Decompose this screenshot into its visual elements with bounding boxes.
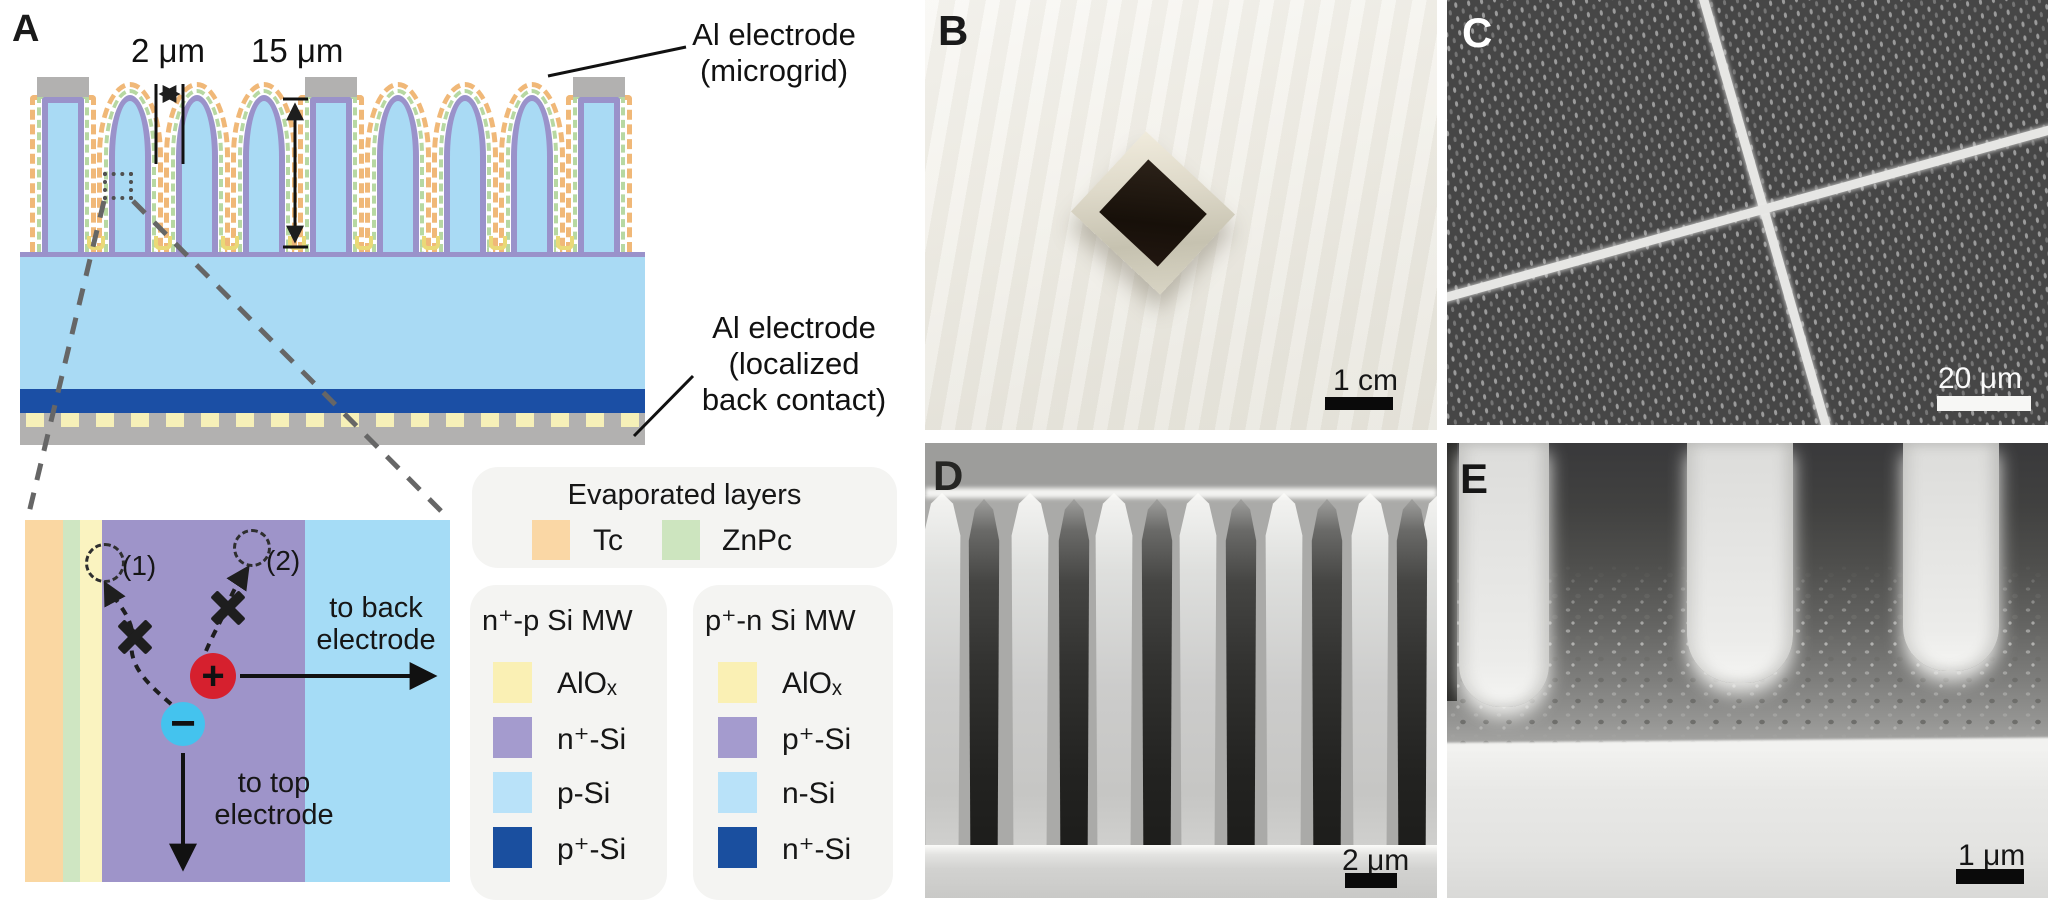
microwire-column [1459,443,1549,707]
legend-title: n⁺-p Si MW [482,605,633,637]
panel-e-label: E [1460,455,1489,502]
si-core-region [305,520,450,882]
blocked-path-x-icon [116,618,154,656]
microwire [432,82,498,252]
microwire-column [1687,443,1793,683]
panel-c-sem-microgrid: C 20 μm [1447,0,2048,425]
to-back-electrode-label: to back electrode [316,592,436,656]
n-plus-si-swatch [493,717,532,758]
tc-swatch [532,520,570,560]
scale-bar-label: 20 μm [1938,362,2022,395]
legend-title: p⁺-n Si MW [705,605,856,637]
hole-particle: + [190,653,236,699]
panel-b-photo: B 1 cm [925,0,1437,430]
alox-layer-stripe [80,520,102,882]
scale-bar [1937,396,2031,411]
substrate [1447,751,2048,898]
microwire-back-row [925,493,961,847]
microwire-array-area [1099,159,1207,267]
inset-zoom-marker [103,172,133,200]
legend-evaporated-layers: Evaporated layers Tc ZnPc [472,467,897,568]
tc-label: Tc [593,524,623,557]
microwire-with-al-cap [298,77,364,252]
substrate [925,845,1437,898]
microwire [231,82,297,252]
alox-swatch [718,662,757,703]
legend-np-si-mw: n⁺-p Si MW AlOₓ n⁺-Si p-Si p⁺-Si [470,585,667,900]
panel-b-label: B [938,7,969,54]
al-microgrid-cap [37,77,89,97]
microwire-front-row [968,499,1000,847]
legend-title: Evaporated layers [567,479,802,511]
path-2-label: (2) [266,545,301,576]
scale-bar-label: 2 μm [1342,844,1410,877]
panel-d-sem-cross-section: D 2 μm [925,443,1437,898]
n-si-swatch [718,772,757,813]
microwire-with-al-cap [566,77,632,252]
bright-tip-highlight [925,488,1437,498]
al-microgrid-cap [305,77,357,97]
scale-bar-label: 1 μm [1958,839,2026,872]
alox-localized-contact-pattern [26,413,639,427]
si-bulk-layer [20,252,645,389]
dimension-2um-label: 2 μm [131,32,206,69]
to-top-electrode-label: to top electrode [214,767,334,831]
panel-e-sem-closeup: E 1 μm [1447,443,2048,898]
minus-icon: − [170,699,196,748]
blocked-path-x-icon [209,589,247,627]
back-electrode-label: Al electrode (localized back contact) [701,310,887,417]
scale-bar [1345,873,1397,888]
microwire-with-al-cap [30,77,96,252]
microwire-column [1903,443,1999,671]
microwire-edge-shadow [1447,443,1457,701]
sem-background-band [925,443,1437,495]
panel-a-schematic: A 2 μm 15 μm Al electrode (microg [0,0,920,911]
empty-state-circle-2 [233,529,271,567]
znpc-swatch [662,520,700,560]
panel-a-label: A [12,8,40,50]
legend-pn-si-mw: p⁺-n Si MW AlOₓ p⁺-Si n-Si n⁺-Si [693,585,893,900]
junction-inset-diagram: (1) (2) + − to back electrode to top ele… [25,520,450,882]
znpc-label: ZnPc [722,524,793,557]
alox-swatch [493,662,532,703]
microwire [365,82,431,252]
p-plus-si-swatch [493,827,532,868]
microwire [164,82,230,252]
microwire-body [42,97,84,252]
dimension-15um-label: 15 μm [251,32,344,69]
p-plus-si-swatch [718,717,757,758]
n-plus-si-swatch [718,827,757,868]
empty-state-circle-1 [85,543,125,583]
plus-icon: + [201,653,225,698]
path-1-label: (1) [122,550,157,581]
scale-bar-label: 1 cm [1333,364,1399,397]
al-microgrid-cap [573,77,625,97]
panel-d-label: D [933,452,964,499]
microgrid-electrode-label: Al electrode (microgrid) [692,17,856,88]
highly-doped-si-back-layer [20,389,645,413]
scale-bar [1325,397,1393,410]
panel-c-label: C [1462,9,1493,56]
tc-layer-stripe [25,520,63,882]
p-si-swatch [493,772,532,813]
znpc-layer-stripe [63,520,80,882]
microwire [499,82,565,252]
electron-particle: − [161,699,205,748]
scale-bar [1956,869,2024,884]
